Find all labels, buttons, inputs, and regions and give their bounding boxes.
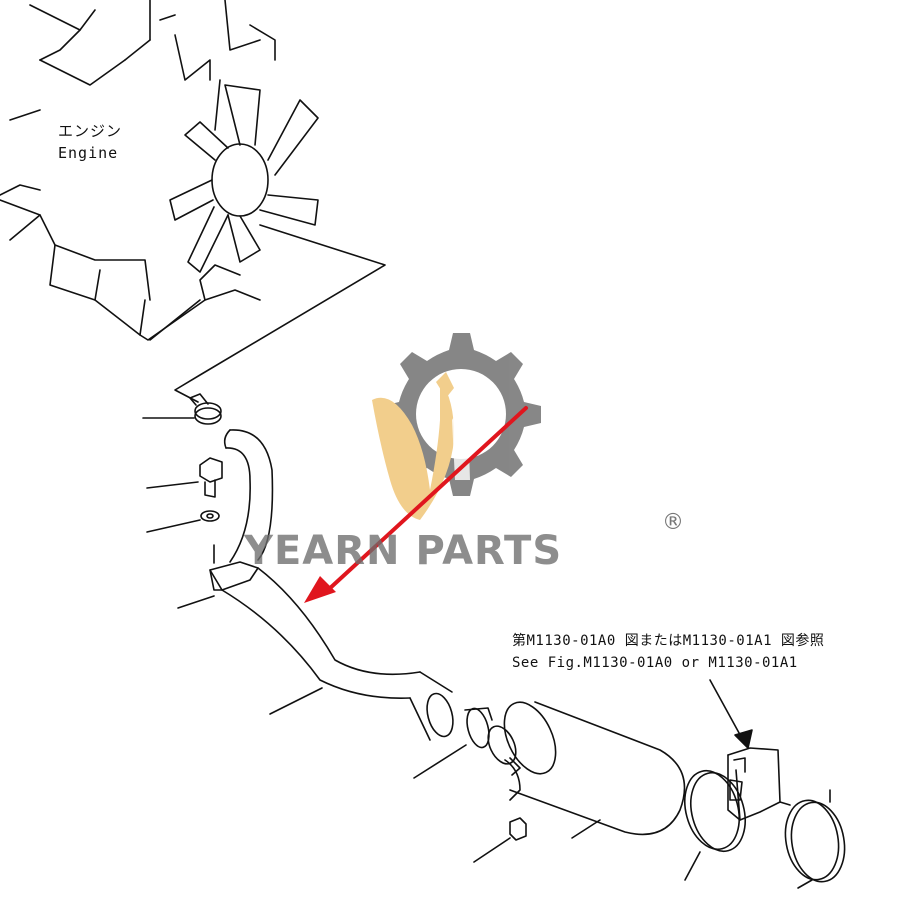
hose-joint [177,561,259,609]
engine-label-en: Engine [58,144,119,162]
air-intake-tube [221,567,454,741]
hose-clamp-upper [142,393,222,425]
elbow-hose [213,429,274,564]
registered-mark: ® [662,510,684,535]
engine-fan [169,84,319,273]
engine-label-jp: エンジン [58,122,123,140]
engine-block [0,0,276,341]
washer [146,510,220,533]
air-cleaner [487,701,686,839]
reference-leader [709,679,753,749]
band-left [684,769,746,881]
engine-leader [174,224,386,403]
watermark-logo [372,333,541,520]
red-arrow [304,406,528,603]
reference-note-jp: 第M1130-01A0 図またはM1130-01A1 図参照 [512,633,825,649]
watermark-brand-text: YEARN PARTS [244,528,563,574]
nut [473,817,527,863]
mounting-bracket [727,747,791,821]
band-right [784,789,846,889]
bolt [146,457,223,498]
hose-clamp-middle [413,707,493,779]
reference-note-en: See Fig.M1130-01A0 or M1130-01A1 [512,655,798,671]
